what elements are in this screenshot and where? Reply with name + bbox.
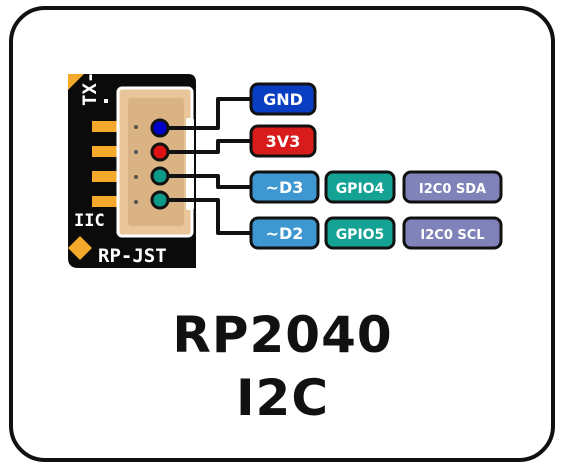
pin-d3-marker	[150, 166, 170, 186]
pin-label-text: GPIO4	[336, 181, 385, 197]
pin-label-text: ~D3	[266, 178, 304, 197]
corner-pad-bottom	[68, 236, 92, 260]
pin-label-box	[402, 216, 503, 250]
pin-dot-4	[134, 200, 138, 204]
jst-latch	[186, 118, 194, 210]
pin-3v3-marker	[150, 142, 170, 162]
pin-label-text: ~D2	[266, 224, 304, 243]
board-title: RP2040	[172, 306, 393, 364]
silkscreen-iic: IIC	[74, 211, 105, 231]
pin-label-box	[249, 216, 320, 250]
pin-label-box	[402, 170, 503, 204]
pin-label-text: I2C0 SDA	[419, 182, 486, 197]
silkscreen-connector: RP-JST	[98, 245, 167, 267]
pin-label-gnd: GND	[249, 82, 317, 116]
pin-gnd-marker	[150, 118, 170, 138]
pad-finger-4	[92, 196, 120, 207]
silkscreen-top: TX-	[79, 72, 101, 106]
wire-gnd	[168, 97, 251, 130]
pin-dot-1	[134, 125, 138, 129]
pad-finger-1	[92, 121, 120, 132]
pin-label-box	[249, 82, 317, 116]
pin-dot-2	[134, 150, 138, 154]
wire-d2	[168, 198, 251, 235]
pin-label-box	[324, 170, 396, 204]
pin-label-text: 3V3	[266, 132, 301, 151]
protocol-title: I2C	[235, 369, 330, 427]
pin-label-text: GND	[263, 90, 303, 109]
pad-finger-3	[92, 171, 120, 182]
pin-label-text: GPIO5	[336, 227, 385, 243]
pin-label-box	[324, 216, 396, 250]
pin-label-gpio5: GPIO5	[324, 216, 396, 250]
wire-3v3	[168, 139, 251, 154]
pin-label-box	[249, 170, 320, 204]
pin-label-i2c0-scl: I2C0 SCL	[402, 216, 503, 250]
pin-layer: GND 3V3 ~D3 GPIO4 I2C0 SDA ~D2 GPIO5 I2C0 SCL	[150, 82, 503, 250]
pin-label-3v3: 3V3	[249, 124, 317, 158]
pin-label-text: I2C0 SCL	[420, 228, 484, 243]
wire-d3	[168, 174, 251, 189]
pin-label-d2: ~D2	[249, 216, 320, 250]
corner-pad-top	[68, 74, 84, 90]
silkscreen-dot	[104, 99, 108, 103]
pin-label-box	[249, 124, 317, 158]
pin-label-i2c0-sda: I2C0 SDA	[402, 170, 503, 204]
pin-label-d3: ~D3	[249, 170, 320, 204]
pin-d2-marker	[150, 190, 170, 210]
pad-finger-2	[92, 146, 120, 157]
pin-label-gpio4: GPIO4	[324, 170, 396, 204]
pin-dot-3	[134, 175, 138, 179]
